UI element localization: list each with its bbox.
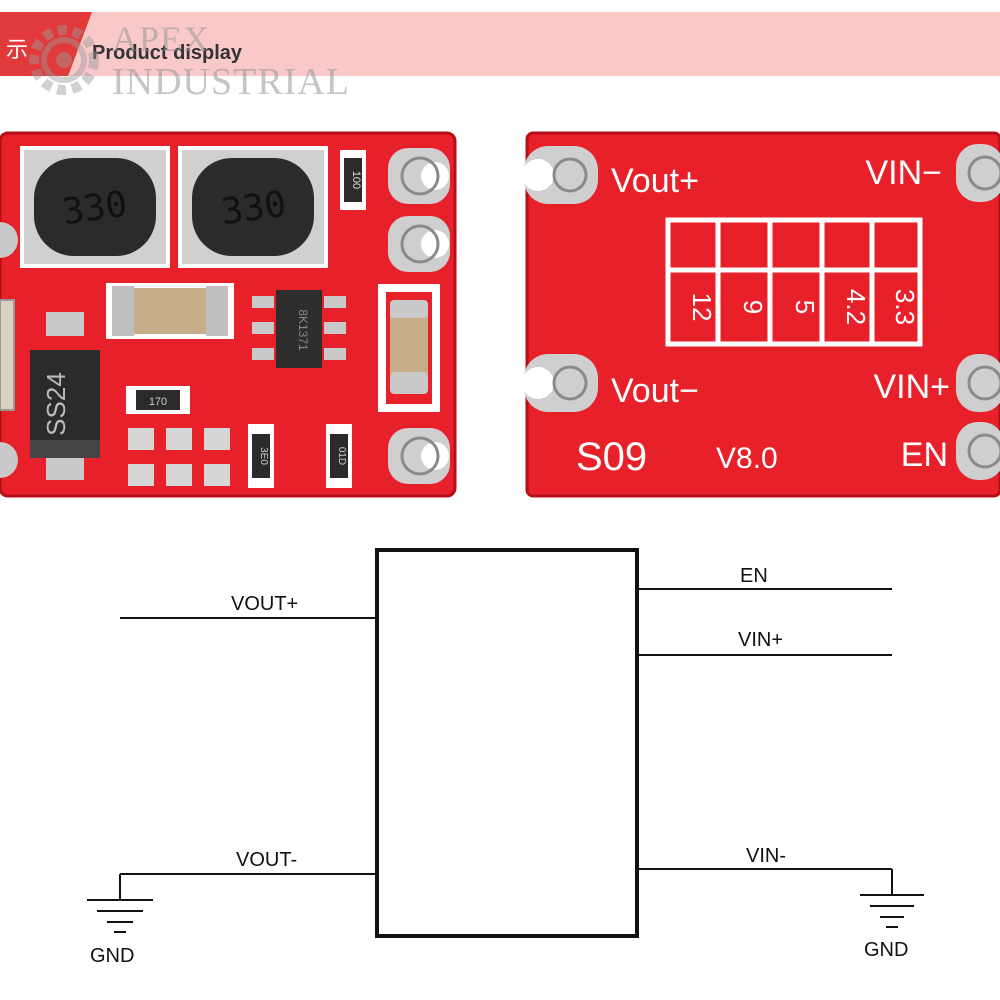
module-block — [375, 548, 639, 938]
resistor-top-label: 100 — [350, 171, 362, 189]
watermark-gear-icon — [29, 25, 99, 95]
label-vout-plus: VOUT+ — [231, 593, 298, 615]
watermark-line-2: INDUSTRIAL — [112, 61, 350, 103]
label-en: EN — [740, 565, 768, 587]
capacitor-right — [378, 284, 440, 412]
ic-marking: 8K1371 — [296, 309, 310, 351]
diode-ss24: SS24 — [30, 312, 100, 480]
pad-grid — [128, 428, 230, 486]
pcb-front: 330 330 100 8K1371 — [0, 131, 457, 498]
inductor-2: 330 — [178, 146, 328, 268]
banner-cn-char: 示 — [6, 38, 29, 63]
voltage-label-9: 9 — [738, 300, 768, 314]
resistor-mid: 170 — [126, 386, 190, 414]
voltage-label-12: 12 — [687, 293, 717, 322]
edge-pad — [388, 148, 450, 204]
edge-pad — [388, 216, 450, 272]
voltage-label-3-3: 3.3 — [890, 289, 920, 325]
pad-vin-minus — [956, 144, 1000, 202]
voltage-label-5: 5 — [790, 300, 820, 314]
inductor-1-label: 330 — [60, 184, 130, 234]
inductor-1: 330 — [20, 146, 170, 268]
watermark-line-1: APEX — [112, 19, 211, 59]
schematic — [87, 548, 924, 938]
inductor-2-label: 330 — [219, 184, 289, 234]
pad-vout-minus — [522, 354, 598, 412]
silk-version: V8.0 — [716, 442, 778, 475]
silk-model: S09 — [576, 435, 647, 479]
voltage-label-4-2: 4.2 — [841, 289, 871, 325]
pcb-back: Vout+ Vout− VIN− VIN+ EN S09 V8.0 12 9 5… — [522, 131, 1000, 498]
header-banner — [0, 12, 1000, 76]
edge-pad — [0, 222, 18, 258]
resistor-bottom-2: 01D — [326, 424, 352, 488]
ground-symbol-left — [87, 874, 153, 933]
ground-symbol-right — [860, 869, 924, 928]
silk-vout-minus: Vout− — [611, 372, 699, 410]
silk-vout-plus: Vout+ — [611, 162, 699, 200]
capacitor-front — [106, 283, 234, 339]
ic-chip: 8K1371 — [252, 290, 346, 368]
schematic-labels: VOUT+ VOUT- EN VIN+ VIN- GND GND — [90, 565, 908, 967]
pad-vout-plus — [522, 146, 598, 204]
silk-en: EN — [901, 436, 948, 474]
silk-vin-minus: VIN− — [865, 154, 942, 192]
label-vout-minus: VOUT- — [236, 849, 297, 871]
edge-pad — [388, 428, 450, 484]
resistor-mid-label: 170 — [149, 396, 167, 408]
label-vin-plus: VIN+ — [738, 629, 783, 651]
pad-vin-plus — [956, 354, 1000, 412]
resistor-bottom-1-label: 3E0 — [258, 447, 269, 465]
diode-label: SS24 — [41, 372, 71, 436]
voltage-selector-grid — [665, 217, 923, 347]
resistor-top: 100 — [340, 150, 366, 210]
pad-en — [956, 422, 1000, 480]
resistor-bottom-2-label: 01D — [336, 447, 347, 465]
resistor-bottom-1: 3E0 — [248, 424, 274, 488]
label-gnd-right: GND — [864, 939, 908, 961]
banner-title: Product display — [92, 42, 243, 64]
voltage-labels: 12 9 5 4.2 3.3 — [687, 289, 920, 325]
label-gnd-left: GND — [90, 945, 134, 967]
label-vin-minus: VIN- — [746, 845, 786, 867]
edge-pad — [0, 442, 18, 478]
silk-vin-plus: VIN+ — [873, 368, 950, 406]
